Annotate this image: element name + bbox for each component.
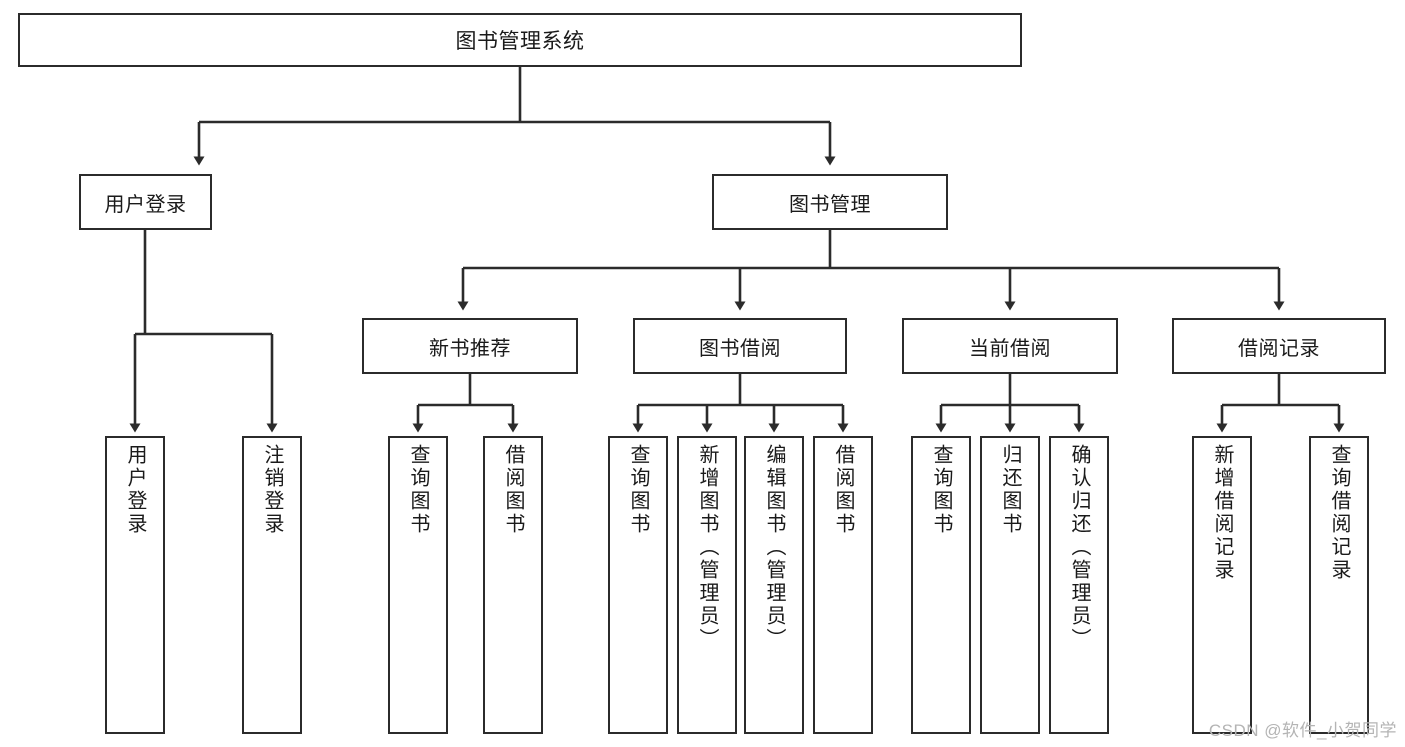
node-leaf-return-book[interactable]: 归还图书 bbox=[980, 436, 1040, 734]
node-leaf-user-login[interactable]: 用户登录 bbox=[105, 436, 165, 734]
node-leaf-logout[interactable]: 注销登录 bbox=[242, 436, 302, 734]
node-user-login[interactable]: 用户登录 bbox=[79, 174, 212, 230]
node-new-book-recommend-label: 新书推荐 bbox=[429, 337, 511, 360]
node-leaf-confirm-return-label: 确认归还（管理员） bbox=[1068, 444, 1090, 651]
node-borrow-record-label: 借阅记录 bbox=[1238, 337, 1320, 360]
node-leaf-query-record[interactable]: 查询借阅记录 bbox=[1309, 436, 1369, 734]
node-leaf-borrow-book-1[interactable]: 借阅图书 bbox=[483, 436, 543, 734]
node-current-borrow-label: 当前借阅 bbox=[969, 337, 1051, 360]
node-leaf-add-record[interactable]: 新增借阅记录 bbox=[1192, 436, 1252, 734]
node-leaf-add-book[interactable]: 新增图书（管理员） bbox=[677, 436, 737, 734]
node-book-borrow-label: 图书借阅 bbox=[699, 337, 781, 360]
node-borrow-record[interactable]: 借阅记录 bbox=[1172, 318, 1386, 374]
node-new-book-recommend[interactable]: 新书推荐 bbox=[362, 318, 578, 374]
node-leaf-user-login-label: 用户登录 bbox=[124, 444, 146, 536]
node-leaf-logout-label: 注销登录 bbox=[261, 444, 283, 536]
node-leaf-edit-book-label: 编辑图书（管理员） bbox=[763, 444, 785, 651]
node-leaf-query-book-2[interactable]: 查询图书 bbox=[608, 436, 668, 734]
node-leaf-add-record-label: 新增借阅记录 bbox=[1211, 444, 1233, 582]
node-leaf-add-book-label: 新增图书（管理员） bbox=[696, 444, 718, 651]
node-leaf-query-book-3-label: 查询图书 bbox=[930, 444, 952, 536]
node-root-label: 图书管理系统 bbox=[455, 30, 585, 53]
node-leaf-confirm-return[interactable]: 确认归还（管理员） bbox=[1049, 436, 1109, 734]
node-leaf-borrow-book-2[interactable]: 借阅图书 bbox=[813, 436, 873, 734]
node-book-manage-label: 图书管理 bbox=[789, 193, 871, 216]
watermark-text: CSDN @软件_小贺同学 bbox=[1208, 721, 1397, 740]
node-leaf-return-book-label: 归还图书 bbox=[999, 444, 1021, 536]
node-leaf-edit-book[interactable]: 编辑图书（管理员） bbox=[744, 436, 804, 734]
node-book-borrow[interactable]: 图书借阅 bbox=[633, 318, 847, 374]
node-leaf-query-book-1[interactable]: 查询图书 bbox=[388, 436, 448, 734]
node-leaf-borrow-book-1-label: 借阅图书 bbox=[502, 444, 524, 536]
node-leaf-borrow-book-2-label: 借阅图书 bbox=[832, 444, 854, 536]
node-user-login-label: 用户登录 bbox=[104, 193, 187, 216]
node-current-borrow[interactable]: 当前借阅 bbox=[902, 318, 1118, 374]
node-leaf-query-book-1-label: 查询图书 bbox=[407, 444, 429, 536]
node-root[interactable]: 图书管理系统 bbox=[18, 13, 1022, 67]
node-leaf-query-book-2-label: 查询图书 bbox=[627, 444, 649, 536]
node-leaf-query-book-3[interactable]: 查询图书 bbox=[911, 436, 971, 734]
node-leaf-query-record-label: 查询借阅记录 bbox=[1328, 444, 1350, 582]
node-book-manage[interactable]: 图书管理 bbox=[712, 174, 948, 230]
